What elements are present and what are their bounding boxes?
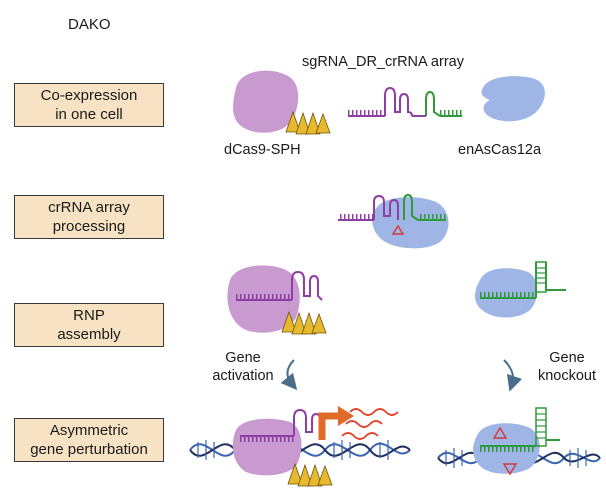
- array-label: sgRNA_DR_crRNA array: [302, 54, 464, 70]
- step-label-line1: RNP: [73, 307, 105, 324]
- activator-domains: [281, 310, 327, 335]
- processing-complex: [338, 193, 449, 249]
- cut-site-top-icon: [492, 426, 508, 439]
- step-box-array-processing: crRNA array processing: [14, 195, 164, 239]
- step-label-line2: processing: [52, 218, 126, 235]
- transcription-start-arrow-icon: [318, 406, 354, 440]
- cut-site-bottom-icon: [502, 463, 518, 476]
- activation-line1: Gene: [225, 350, 261, 366]
- dcas9-activation-complex: [232, 408, 333, 487]
- cas12a-label: enAsCas12a: [458, 142, 542, 158]
- step-label-line1: crRNA array: [48, 199, 130, 216]
- gene-activation-label: Gene activation: [202, 349, 284, 385]
- step-label-line2: in one cell: [55, 106, 123, 123]
- dcas9-sph-protein: [233, 70, 331, 135]
- step-label-line1: Asymmetric: [49, 422, 129, 439]
- activation-arrow-icon: [280, 359, 298, 391]
- step-label-line2: assembly: [57, 326, 121, 343]
- step-box-rnp-assembly: RNP assembly: [14, 303, 164, 347]
- knockout-arrow-icon: [503, 359, 523, 392]
- dcas9-rnp: [227, 265, 327, 335]
- step-box-co-expression: Co-expression in one cell: [14, 83, 164, 127]
- activation-line2: activation: [212, 368, 274, 384]
- cas12a-knockout-complex: [473, 407, 560, 476]
- dcas9-label: dCas9-SPH: [224, 142, 301, 158]
- cleavage-site-icon: [391, 224, 405, 235]
- step-box-perturbation: Asymmetric gene perturbation: [14, 418, 164, 462]
- step-label-line2: gene perturbation: [30, 441, 148, 458]
- cas12a-rnp: [475, 261, 566, 318]
- activator-domains: [287, 462, 333, 487]
- activator-domains: [285, 110, 331, 135]
- knockout-line2: knockout: [537, 368, 597, 384]
- transcripts-icon: [341, 408, 399, 440]
- enascas12a-protein: [481, 76, 545, 122]
- figure-title: DAKO: [68, 16, 111, 33]
- knockout-line1: Gene: [549, 350, 585, 366]
- step-label-line1: Co-expression: [40, 87, 138, 104]
- gene-knockout-label: Gene knockout: [532, 349, 602, 385]
- sgrna-dr-crrna-array: [348, 86, 462, 117]
